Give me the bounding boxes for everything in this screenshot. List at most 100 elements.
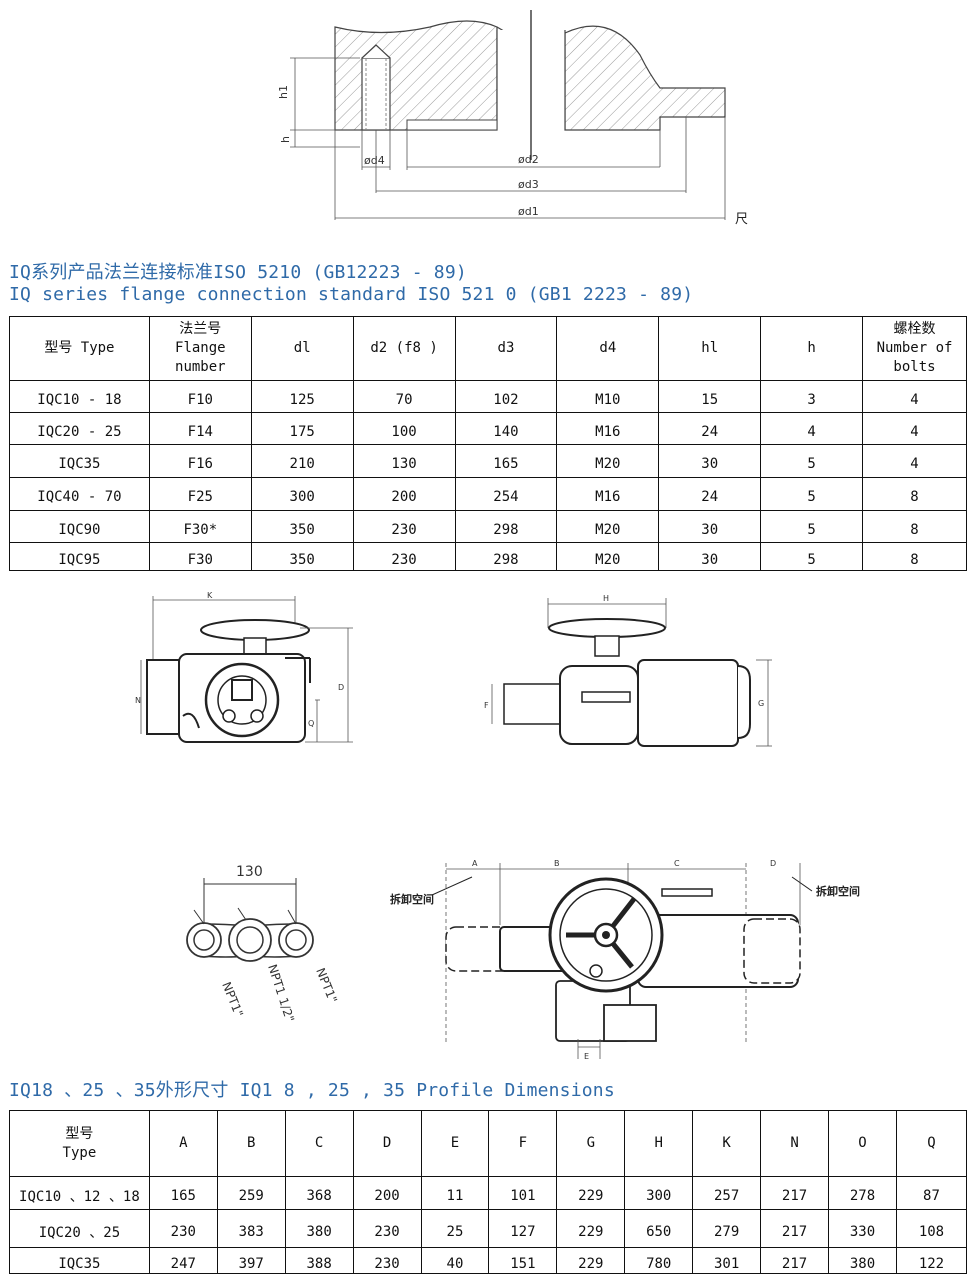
profile-title: IQ18 、25 、35外形尺寸 IQ1 8 , 25 , 35 Profile…: [9, 1080, 615, 1101]
flange-cell: 70: [352, 380, 456, 413]
profile-cell: 217: [760, 1209, 830, 1248]
flange-header-cell: 型号 Type: [9, 316, 150, 381]
profile-cell: 368: [284, 1176, 354, 1210]
profile-cell: 229: [556, 1176, 626, 1210]
flange-cell: 8: [862, 510, 967, 543]
flange-cell: 5: [760, 444, 863, 478]
profile-cell: 11: [420, 1176, 490, 1210]
flange-cell: 130: [352, 444, 456, 478]
flange-header-cell: d2 (f8 ): [352, 316, 456, 381]
clearance-right-label: 拆卸空间: [816, 884, 860, 898]
profile-cell: IQC20 、25: [9, 1209, 150, 1248]
flange-cell: IQC90: [9, 510, 150, 543]
flange-cell: F10: [148, 380, 252, 413]
flange-title-cn: IQ系列产品法兰连接标准ISO 5210 (GB12223 - 89): [9, 262, 467, 283]
d1-label: ød1: [518, 205, 539, 218]
flange-cell: 298: [454, 542, 558, 571]
actuator-front-view: K D Q N: [135, 591, 353, 743]
profile-cell: 229: [556, 1247, 626, 1274]
unit-label: 尺: [735, 212, 748, 227]
profile-cell: 87: [895, 1176, 968, 1210]
profile-cell: 151: [488, 1247, 558, 1274]
profile-cell: 217: [760, 1247, 830, 1274]
conduit-ports-drawing: 130 NPT1" NPT1 1/2" NPT1": [186, 864, 340, 1024]
profile-header-cell: B: [216, 1110, 286, 1177]
flange-cell: IQC35: [9, 444, 150, 478]
profile-cell: 257: [692, 1176, 762, 1210]
flange-cell: 5: [760, 477, 863, 511]
flange-cell: 30: [658, 510, 762, 543]
b-label: B: [554, 859, 560, 868]
d-top-label: D: [770, 859, 776, 868]
flange-cell: 125: [250, 380, 354, 413]
d2-label: ød2: [518, 153, 539, 166]
g-label: G: [758, 699, 764, 708]
flange-cell: 350: [250, 510, 354, 543]
profile-cell: 108: [895, 1209, 968, 1248]
profile-header-cell: A: [148, 1110, 218, 1177]
flange-cell: 175: [250, 412, 354, 445]
profile-cell: 279: [692, 1209, 762, 1248]
flange-cell: 165: [454, 444, 558, 478]
flange-title-en: IQ series flange connection standard ISO…: [9, 284, 694, 305]
port-spacing-label: 130: [236, 864, 263, 880]
actuator-top-view: A B C D 拆卸空间 拆卸空间 E: [390, 859, 860, 1061]
profile-header-cell: N: [760, 1110, 830, 1177]
flange-cell: M20: [556, 510, 660, 543]
profile-cell: 40: [420, 1247, 490, 1274]
profile-cell: 397: [216, 1247, 286, 1274]
profile-cell: 380: [284, 1209, 354, 1248]
port-center-label: NPT1 1/2": [265, 963, 297, 1024]
flange-cell: 30: [658, 444, 762, 478]
n-label: N: [135, 696, 141, 705]
flange-cell: M16: [556, 412, 660, 445]
profile-header-cell: E: [420, 1110, 490, 1177]
flange-cell: 5: [760, 542, 863, 571]
profile-cell: 650: [624, 1209, 694, 1248]
e-label: E: [584, 1052, 589, 1061]
flange-cell: 4: [862, 412, 967, 445]
flange-cell: F16: [148, 444, 252, 478]
flange-cell: 210: [250, 444, 354, 478]
d-label: D: [338, 683, 344, 692]
profile-cell: 388: [284, 1247, 354, 1274]
h-label: h: [279, 136, 292, 143]
flange-cell: 4: [760, 412, 863, 445]
profile-cell: 247: [148, 1247, 218, 1274]
flange-section-drawing: h1 h ød4 ød2 ød3 ød1 尺: [277, 10, 748, 227]
a-label: A: [472, 859, 478, 868]
profile-header-cell: Q: [895, 1110, 968, 1177]
h-dim-label: H: [603, 594, 609, 603]
profile-cell: 380: [828, 1247, 897, 1274]
flange-header-cell: d4: [556, 316, 660, 381]
flange-cell: IQC10 - 18: [9, 380, 150, 413]
flange-cell: IQC40 - 70: [9, 477, 150, 511]
flange-cell: F30*: [148, 510, 252, 543]
flange-cell: 4: [862, 444, 967, 478]
profile-cell: 780: [624, 1247, 694, 1274]
profile-header-cell: C: [284, 1110, 354, 1177]
flange-cell: 3: [760, 380, 863, 413]
flange-cell: 102: [454, 380, 558, 413]
flange-cell: 140: [454, 412, 558, 445]
flange-cell: F30: [148, 542, 252, 571]
profile-cell: 101: [488, 1176, 558, 1210]
k-label: K: [207, 591, 213, 600]
flange-cell: 230: [352, 510, 456, 543]
profile-cell: 330: [828, 1209, 897, 1248]
profile-cell: 259: [216, 1176, 286, 1210]
flange-cell: 350: [250, 542, 354, 571]
flange-cell: M10: [556, 380, 660, 413]
profile-cell: 383: [216, 1209, 286, 1248]
flange-cell: 24: [658, 477, 762, 511]
profile-header-cell: F: [488, 1110, 558, 1177]
flange-cell: 100: [352, 412, 456, 445]
